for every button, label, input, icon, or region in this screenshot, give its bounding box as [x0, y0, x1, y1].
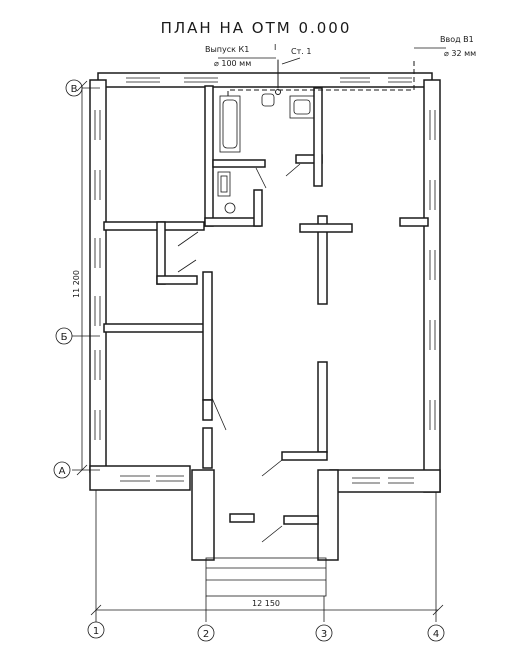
horizontal-dimension: 12 150	[252, 599, 280, 608]
axis-bubble-row-v: В	[65, 79, 83, 97]
axis-bubble-col-4: 4	[427, 624, 445, 642]
riser-mark: I	[274, 43, 276, 52]
outer-walls	[89, 72, 441, 597]
svg-text:2: 2	[203, 629, 209, 640]
inlet-label: Ввод В1	[440, 35, 474, 44]
riser-label: Ст. 1	[291, 47, 311, 56]
axis-bubble-col-2: 2	[197, 624, 215, 642]
dimension-lines	[72, 80, 444, 622]
drawing-title: ПЛАН НА ОТМ 0.000	[161, 19, 352, 37]
svg-text:Б: Б	[61, 332, 68, 343]
svg-text:А: А	[59, 466, 66, 477]
svg-text:4: 4	[433, 629, 439, 640]
axis-bubble-col-1: 1	[87, 621, 105, 639]
vertical-dimension: 11 200	[72, 270, 81, 298]
door-swings	[177, 163, 301, 543]
windows	[94, 77, 436, 484]
interior-walls	[103, 85, 429, 525]
svg-text:3: 3	[321, 629, 327, 640]
sanitary-fixtures	[217, 93, 315, 214]
inlet-diameter: ⌀ 32 мм	[444, 49, 476, 58]
svg-text:1: 1	[93, 626, 99, 637]
axis-bubble-col-3: 3	[315, 624, 333, 642]
svg-text:В: В	[71, 84, 78, 95]
axis-bubble-row-b: Б	[55, 327, 73, 345]
outlet-label: Выпуск К1	[205, 45, 249, 54]
outlet-diameter: ⌀ 100 мм	[214, 59, 251, 68]
piping	[218, 47, 446, 96]
axis-bubble-row-a: А	[53, 461, 71, 479]
